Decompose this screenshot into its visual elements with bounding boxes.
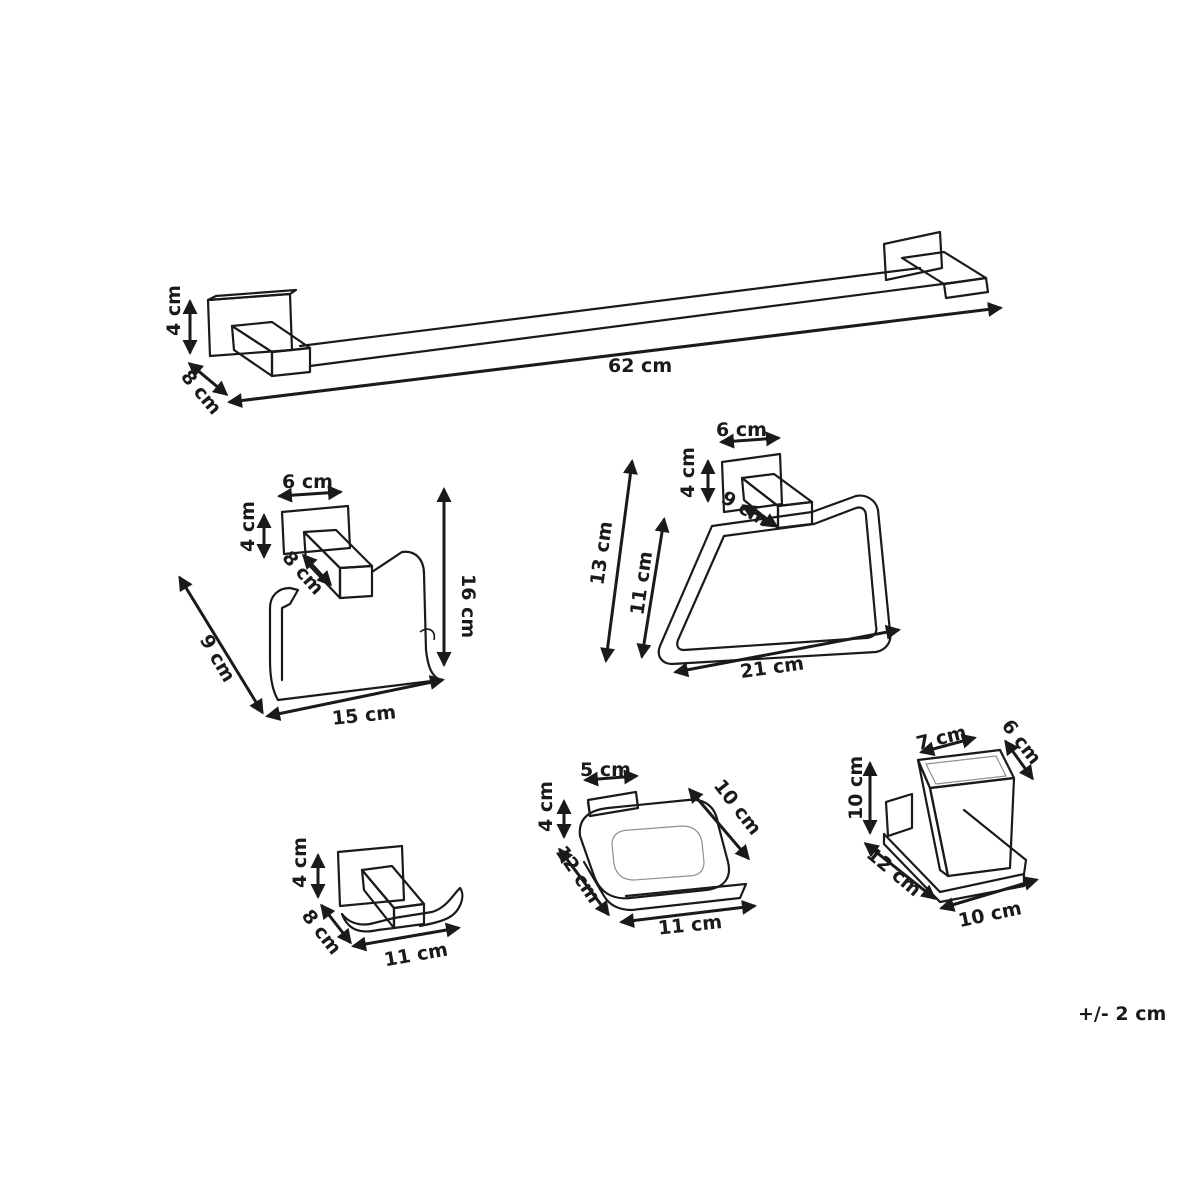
hook: [310, 844, 464, 952]
tumbler-cup-width-label: 7 cm: [914, 721, 969, 755]
towel-bar-height-label: 4 cm: [163, 285, 185, 336]
towel-bar: [182, 230, 1003, 408]
tolerance-note: +/- 2 cm: [1078, 1003, 1166, 1025]
tumbler-side-label: 12 cm: [862, 843, 925, 901]
paper-holder-side-depth-label: 9 cm: [195, 631, 240, 686]
paper-holder-width-label: 15 cm: [331, 701, 397, 730]
paper-holder-height-label: 16 cm: [457, 574, 479, 638]
paper-holder: [178, 485, 452, 721]
towel-ring-ring-height-label: 11 cm: [626, 550, 657, 617]
hook-plate-height-label: 4 cm: [289, 837, 311, 888]
soap-dish-plate-height-label: 4 cm: [535, 781, 557, 832]
towel-ring-plate-width-label: 6 cm: [716, 419, 767, 441]
hook-depth-label: 8 cm: [297, 905, 346, 959]
tumbler-height-label: 10 cm: [845, 756, 867, 820]
towel-bar-depth-label: 8 cm: [176, 366, 226, 419]
paper-holder-plate-height-label: 4 cm: [237, 501, 259, 552]
towel-ring: [600, 431, 901, 678]
towel-ring-plate-height-label: 4 cm: [677, 447, 699, 498]
soap-dish: [556, 769, 757, 929]
tumbler: [862, 733, 1039, 912]
soap-dish-depth-label: 10 cm: [709, 775, 766, 839]
soap-dish-side-label: 12 cm: [551, 842, 605, 907]
hook-width-label: 11 cm: [382, 939, 449, 972]
towel-ring-height-label: 13 cm: [586, 520, 617, 587]
paper-holder-plate-width-label: 6 cm: [282, 471, 333, 493]
soap-dish-plate-width-label: 5 cm: [580, 759, 631, 781]
towel-bar-length-label: 62 cm: [608, 355, 672, 377]
tumbler-width-label: 10 cm: [956, 897, 1023, 932]
